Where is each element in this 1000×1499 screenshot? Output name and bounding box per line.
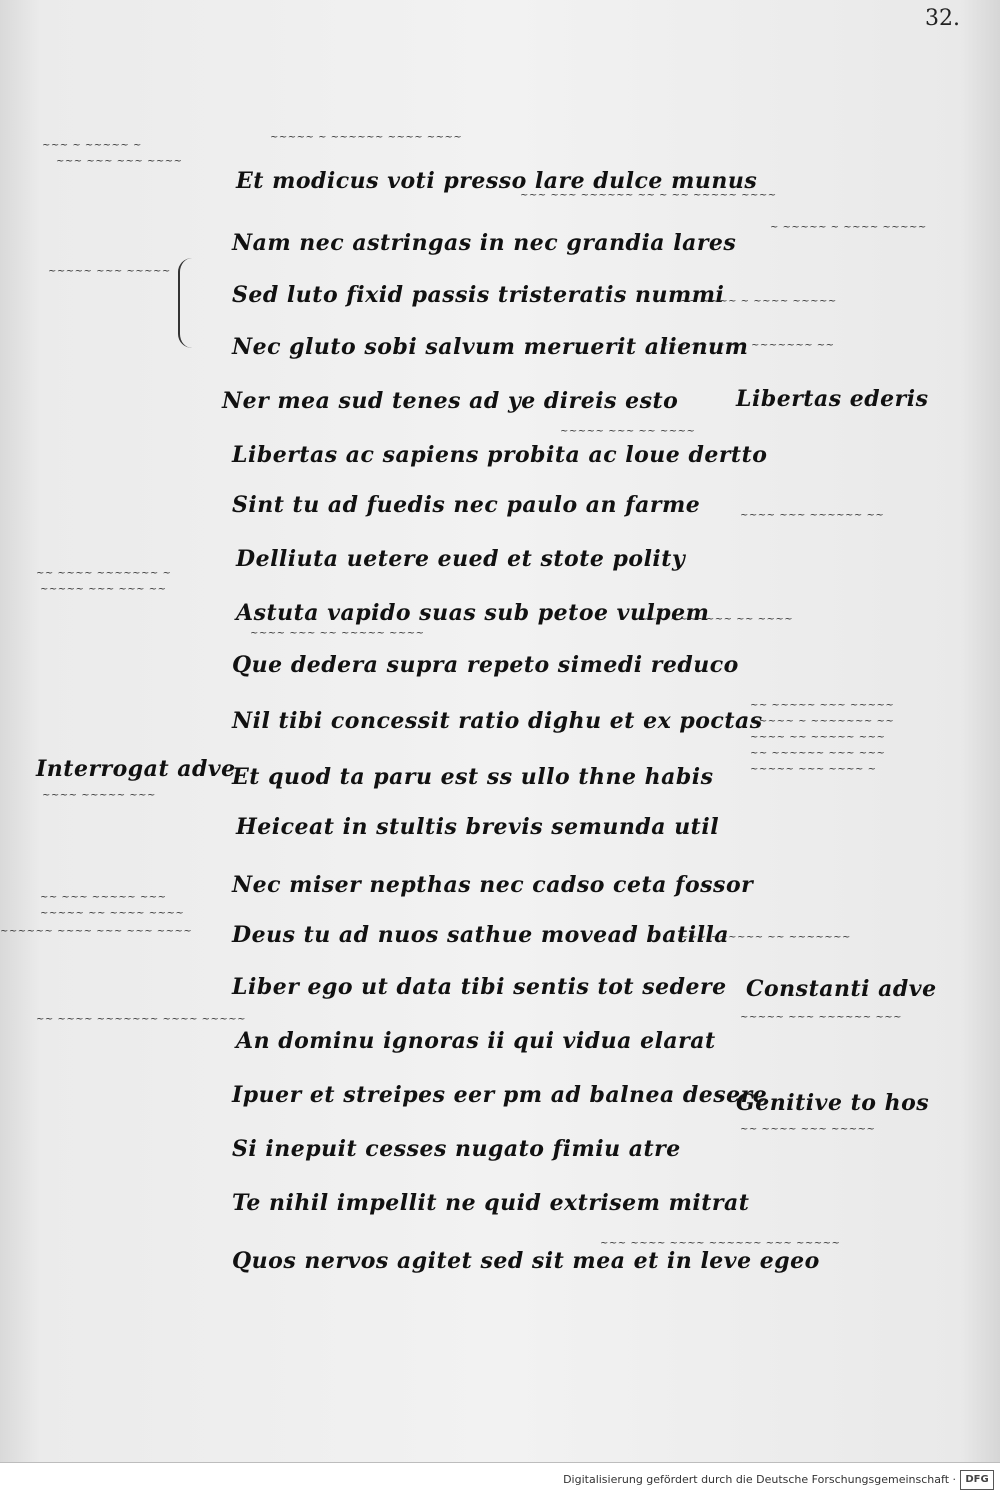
gloss-scribble: ~~~~~ ~~~ ~~~~ ~ (750, 764, 877, 775)
gloss-scribble: ~~~ ~~~~~~~ ~~ ~~~~ (640, 614, 794, 625)
gloss-scribble: ~~~ ~~~~ ~~ ~~~~~~~ ~~ (660, 340, 835, 351)
gloss-scribble: ~~ ~~~~ ~ ~~~~ ~~~~~ (680, 296, 837, 307)
gloss-scribble: ~~~~~ ~~~ ~~~~~ (48, 266, 171, 277)
gloss-scribble: ~~~~ ~~ ~~~~~ ~~~ (750, 732, 886, 743)
gloss-scribble: ~~~~~ ~~~ ~~ ~~~~ (560, 426, 696, 437)
text-line: Ipuer et streipes eer pm ad balnea deser… (232, 1082, 768, 1108)
text-line: Libertas ac sapiens probita ac loue dert… (232, 442, 768, 468)
gloss-scribble: ~~ ~~~~~ ~~~ ~~~~~ (750, 700, 895, 711)
gloss-scribble: ~~~~~ ~~~ ~~~ ~~ (40, 584, 167, 595)
margin-heading-left: Interrogat adve (36, 756, 236, 782)
gloss-scribble: ~~~ ~~~~~~ ~~ ~~~~~~~ (680, 932, 851, 943)
text-line: Quos nervos agitet sed sit mea et in lev… (232, 1248, 820, 1274)
gloss-scribble: ~~~ ~~~ ~~~~~~ ~~ ~ ~~ ~~~~~ ~~~~ (520, 190, 777, 201)
text-line: Te nihil impellit ne quid extrisem mitra… (232, 1190, 750, 1216)
gloss-scribble: ~~ ~~~~ ~~~ ~~~~~ (740, 1124, 876, 1135)
text-line: Si inepuit cesses nugato fimiu atre (232, 1136, 681, 1162)
gloss-scribble: ~~ ~~~~ ~~~~~~~ ~~~~ ~~~~~ (36, 1014, 247, 1025)
gloss-scribble: ~~ ~~~ ~~~~~ ~~~ (40, 892, 167, 903)
footer-bar: Digitalisierung gefördert durch die Deut… (0, 1462, 1000, 1499)
gloss-scribble: ~~~~~ ~~~ ~~~~~~ ~~~ (740, 1012, 902, 1023)
margin-heading-right: Libertas ederis (736, 386, 929, 412)
gloss-scribble: ~~ ~~~~~~ ~~~ ~~~ (750, 748, 886, 759)
text-line: Nam nec astringas in nec grandia lares (232, 230, 737, 256)
gloss-scribble: ~~~ ~ ~~~~~ ~ (42, 140, 142, 151)
text-line: Et quod ta paru est ss ullo thne habis (232, 764, 714, 790)
footer-credit: Digitalisierung gefördert durch die Deut… (563, 1473, 956, 1486)
text-line: Nec gluto sobi salvum meruerit alienum (232, 334, 749, 360)
text-line: Nil tibi concessit ratio dighu et ex poc… (232, 708, 763, 734)
gloss-scribble: ~~~~ ~~~ ~~~~~~ ~~ (740, 510, 885, 521)
gloss-scribble: ~~~~~ ~ ~~~~~~~ ~~ (750, 716, 895, 727)
gloss-scribble: ~~~~~ ~ ~~~~~~ ~~~~ ~~~~ (270, 132, 463, 143)
gloss-scribble: ~~~ ~~~~ ~~~~ ~~~~~~ ~~~ ~~~~~ (600, 1238, 841, 1249)
gloss-scribble: ~ ~~~~~ ~ ~~~~ ~~~~~ (770, 222, 927, 233)
text-line: Heiceat in stultis brevis semunda util (236, 814, 720, 840)
text-line: Liber ego ut data tibi sentis tot sedere (232, 974, 727, 1000)
text-line: Sint tu ad fuedis nec paulo an farme (232, 492, 701, 518)
text-line: Que dedera supra repeto simedi reduco (232, 652, 739, 678)
gloss-scribble: ~~~~~ ~~ ~~~~ ~~~~ (40, 908, 185, 919)
gloss-scribble: ~~ ~~~~ ~~~~~~~ ~ (36, 568, 172, 579)
text-line: Deus tu ad nuos sathue movead batilla (232, 922, 730, 948)
gloss-scribble: ~~~~~~ ~~~~ ~~~ ~~~ ~~~~ (0, 926, 193, 937)
text-line: Et modicus voti presso lare dulce munus (236, 168, 758, 194)
text-line: Nec miser nepthas nec cadso ceta fossor (232, 872, 754, 898)
margin-brace (178, 258, 194, 348)
margin-heading-right: Constanti adve (746, 976, 937, 1002)
text-line: Ner mea sud tenes ad ye direis esto (222, 388, 679, 414)
text-line: Astuta vapido suas sub petoe vulpem (236, 600, 710, 626)
text-line: Delliuta uetere eued et stote polity (236, 546, 686, 572)
gloss-scribble: ~~~~ ~~~~~ ~~~ (42, 790, 156, 801)
gloss-scribble: ~~~ ~~~ ~~~ ~~~~ (56, 156, 183, 167)
text-line: An dominu ignoras ii qui vidua elarat (236, 1028, 716, 1054)
margin-heading-right: Genitive to hos (736, 1090, 930, 1116)
manuscript-page: 32. ~~~ ~ ~~~~~ ~ ~~~ ~~~ ~~~ ~~~~ ~~~~~… (0, 0, 1000, 1462)
text-line: Sed luto fixid passis tristeratis nummi (232, 282, 725, 308)
folio-number: 32. (925, 6, 960, 31)
dfg-logo-icon: DFG (960, 1470, 994, 1490)
gloss-scribble: ~~~~ ~~~ ~~ ~~~~~ ~~~~ (250, 628, 425, 639)
